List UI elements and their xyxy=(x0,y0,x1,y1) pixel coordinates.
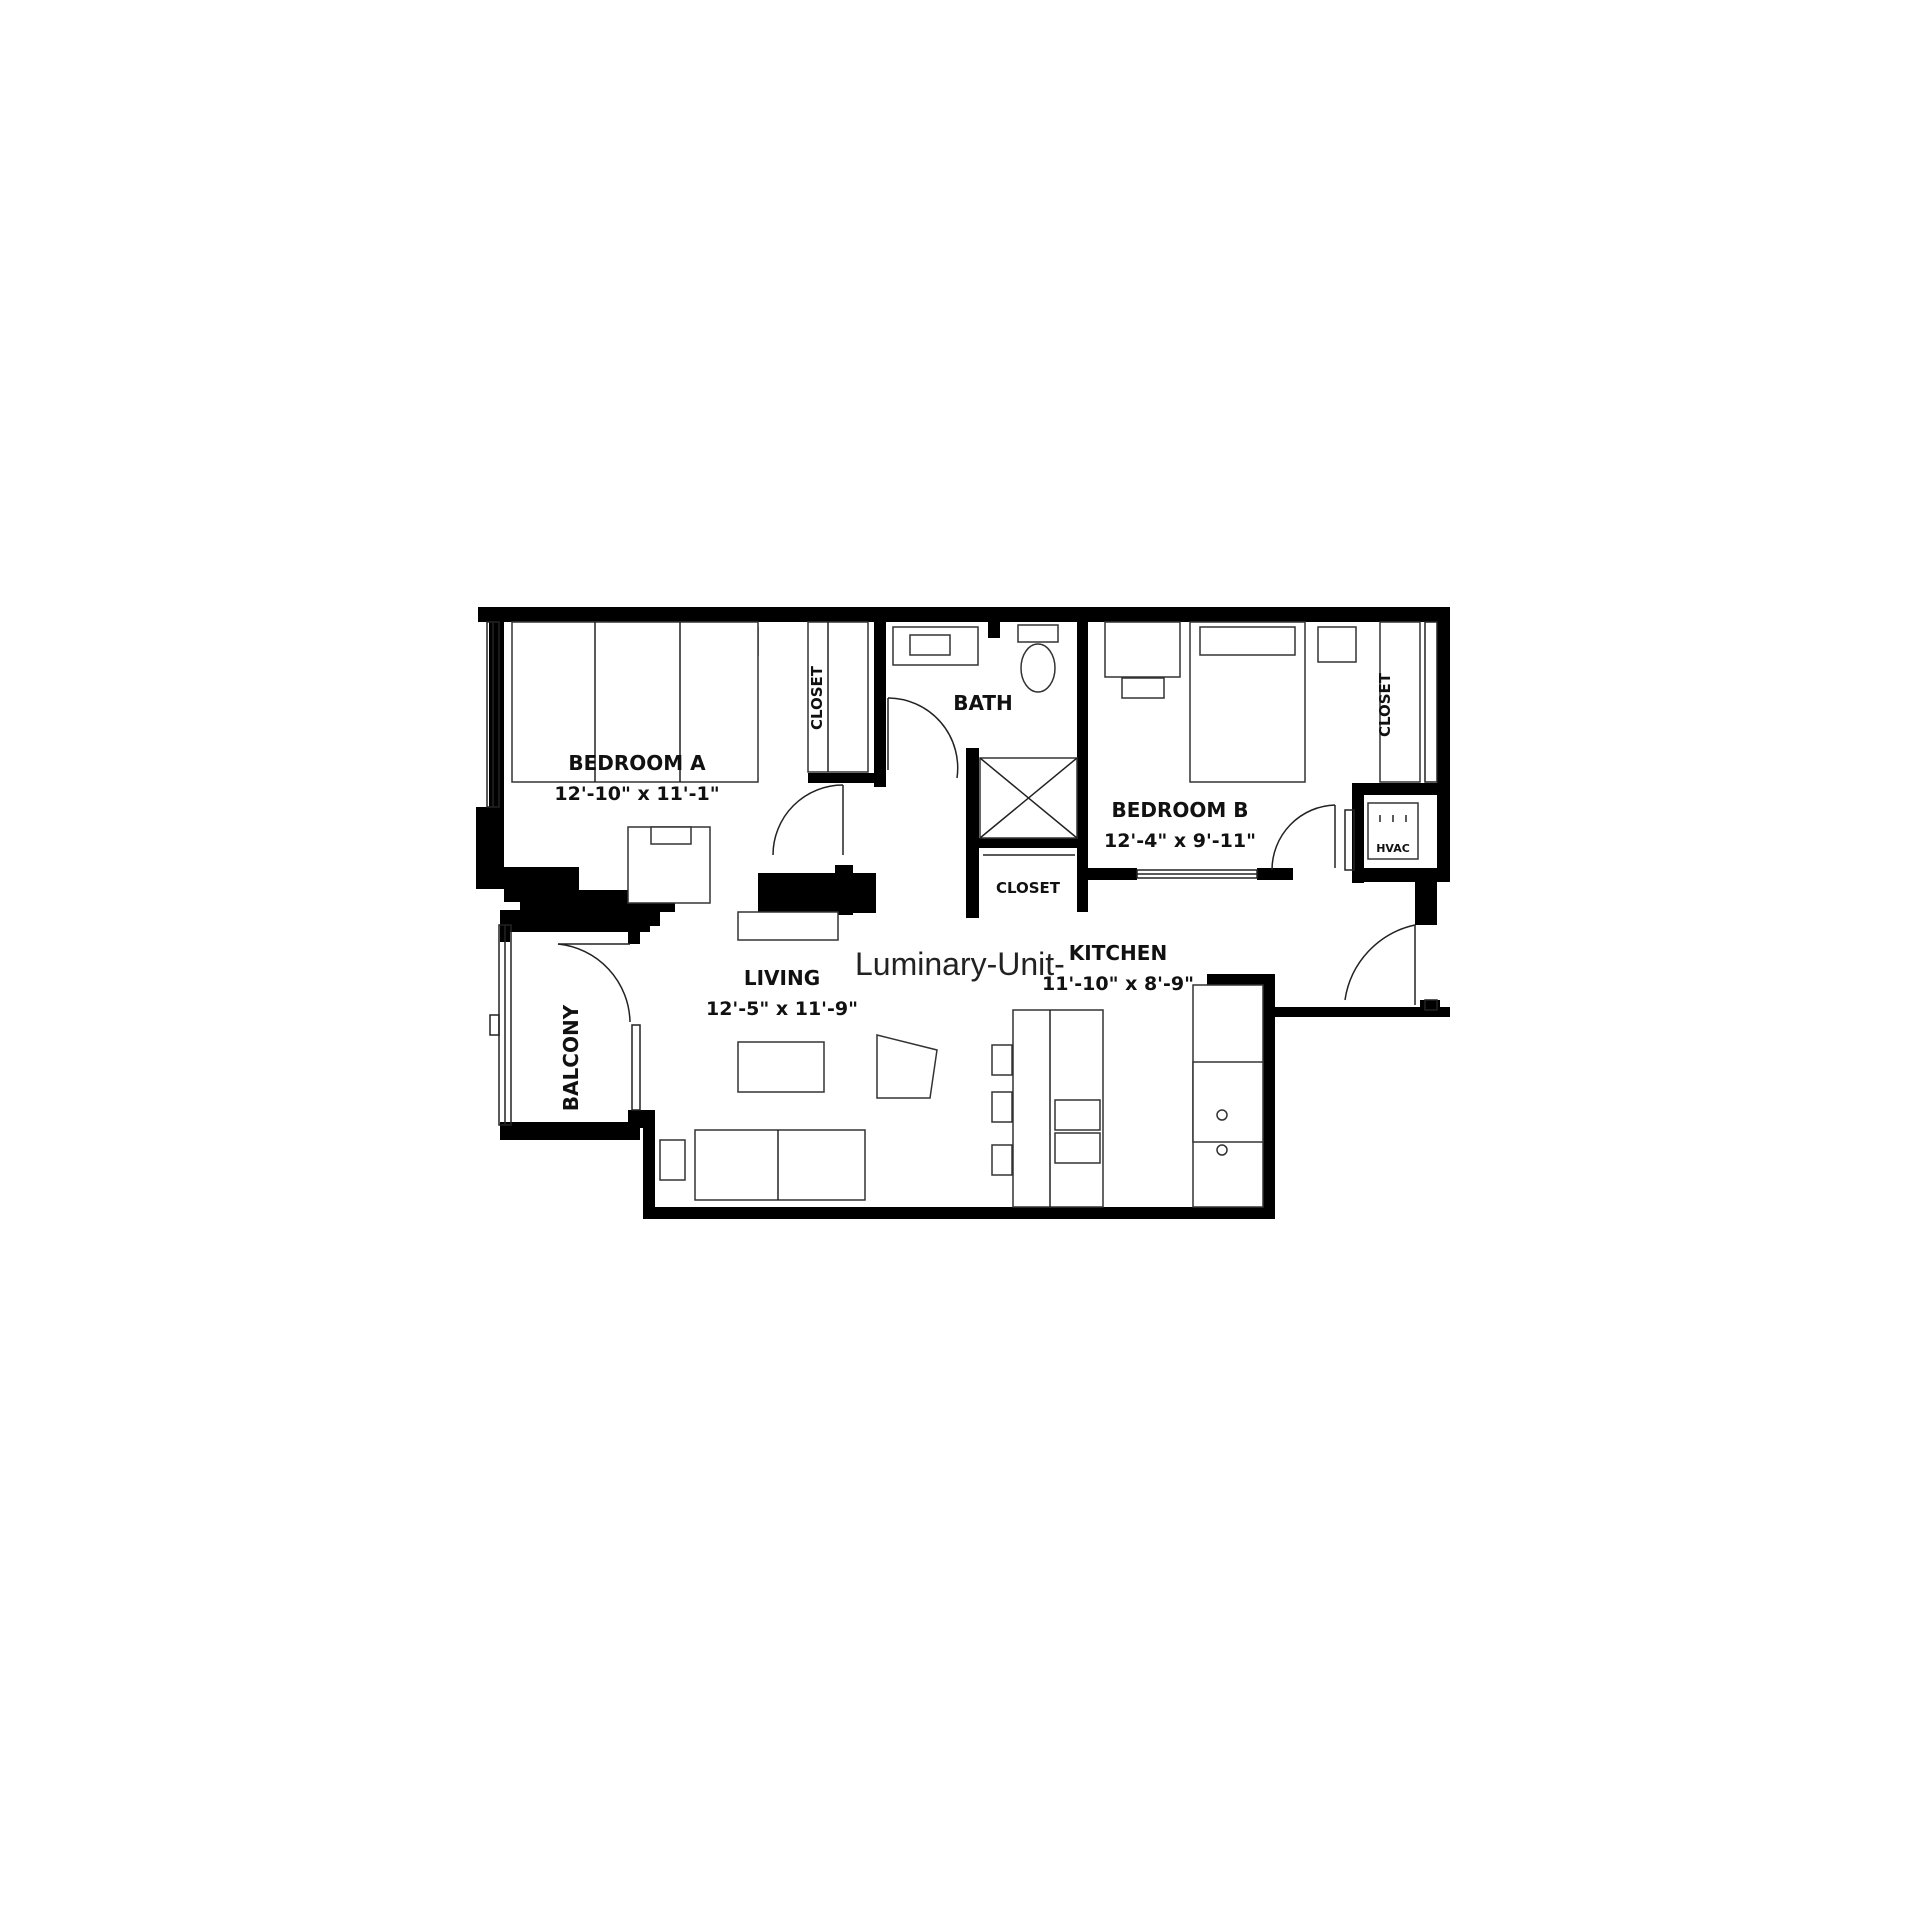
room-labels: BEDROOM A 12'-10" x 11'-1" BATH BEDROOM … xyxy=(554,665,1409,1111)
overlay-title: Luminary-Unit- xyxy=(855,946,1065,982)
living-name: LIVING xyxy=(744,966,820,990)
living-dims: 12'-5" x 11'-9" xyxy=(706,998,858,1020)
window-frames xyxy=(486,621,1438,1126)
closet-hall-label: CLOSET xyxy=(996,879,1061,897)
living-furniture xyxy=(659,1034,938,1201)
bedroom-a-name: BEDROOM A xyxy=(568,751,706,775)
bedroom-b-furniture xyxy=(1104,621,1421,860)
bedroom-b-name: BEDROOM B xyxy=(1111,798,1248,822)
bedroom-a-furniture xyxy=(511,621,869,941)
bath-name: BATH xyxy=(953,691,1013,715)
bedroom-a-dims: 12'-10" x 11'-1" xyxy=(554,783,719,805)
closet-a-label: CLOSET xyxy=(808,665,826,730)
balcony-name: BALCONY xyxy=(559,1004,583,1111)
kitchen-name: KITCHEN xyxy=(1069,941,1167,965)
closet-b-label: CLOSET xyxy=(1376,672,1394,737)
hvac-label: HVAC xyxy=(1376,842,1410,855)
bath-fixtures xyxy=(892,624,1078,839)
kitchen-fixtures xyxy=(991,984,1264,1208)
door-swings xyxy=(557,697,1416,1023)
kitchen-dims: 11'-10" x 8'-9" xyxy=(1042,973,1194,995)
bedroom-b-dims: 12'-4" x 9'-11" xyxy=(1104,830,1256,852)
